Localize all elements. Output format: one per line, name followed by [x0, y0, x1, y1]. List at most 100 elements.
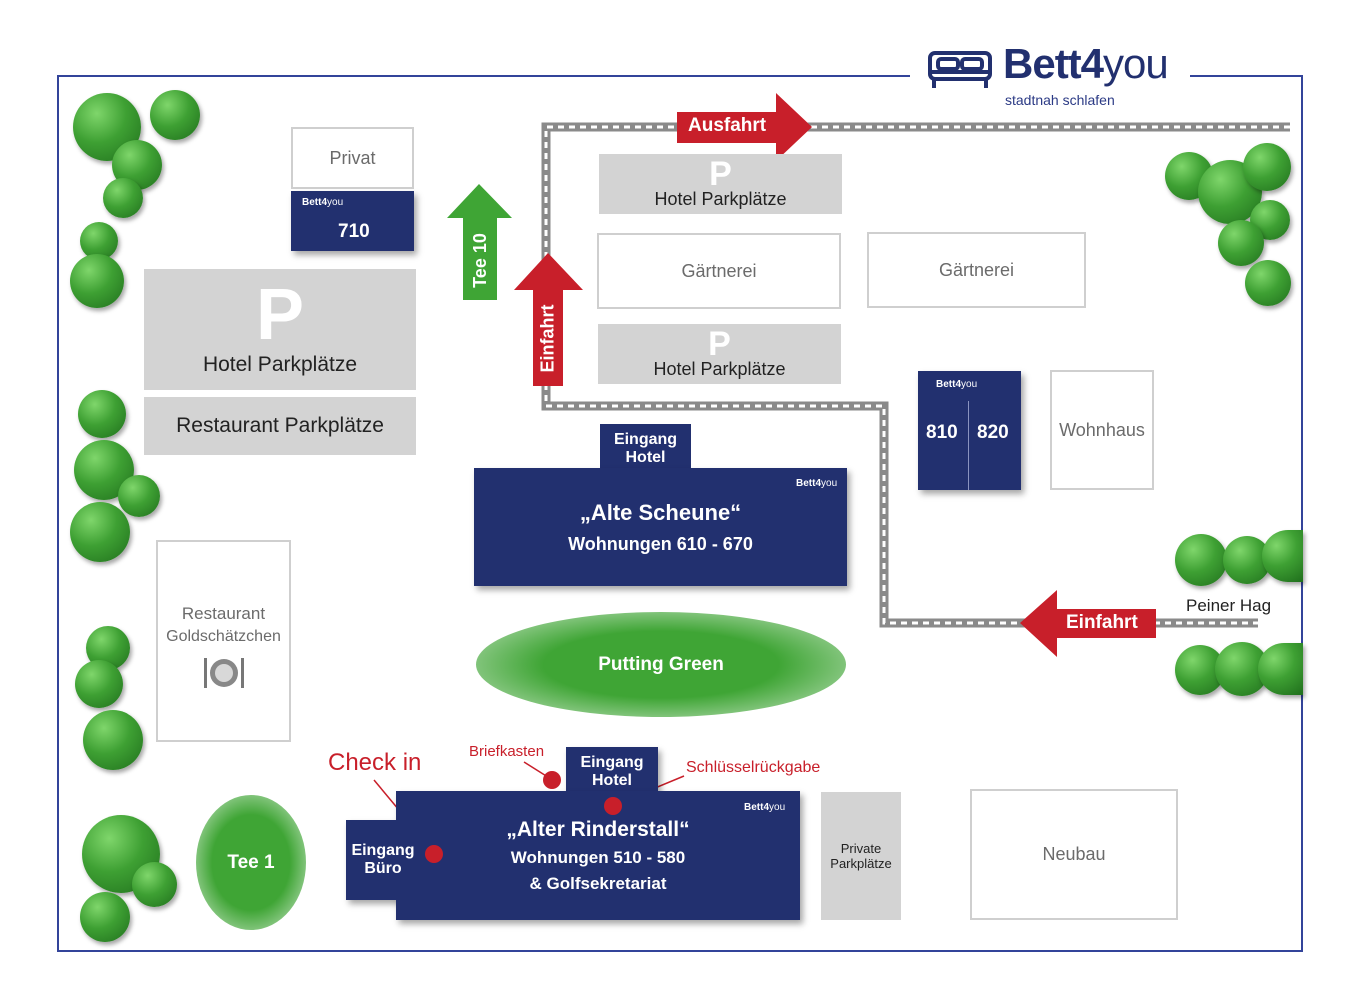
tee10-label-wrap: Tee 10: [463, 227, 497, 293]
ausfahrt-label: Ausfahrt: [688, 115, 767, 136]
tee-1: Tee 1: [196, 795, 306, 930]
check-in-location-pin: [425, 845, 443, 863]
restaurant-parking-label: Restaurant Parkplätze: [176, 414, 384, 437]
mini-brand-light: you: [769, 802, 786, 813]
eingang-hotel-top: Eingang Hotel: [600, 424, 691, 474]
ausfahrt-arrow-icon: [677, 93, 812, 161]
unit-710-label: 710: [338, 221, 370, 242]
tree-icon: [1258, 643, 1303, 695]
building-710: Bett4you 710: [291, 191, 414, 251]
restaurant-parking: Restaurant Parkplätze: [144, 397, 416, 455]
brand-tagline: stadtnah schlafen: [1005, 92, 1115, 108]
bed-logo-icon: [928, 51, 992, 88]
tree-icon: [70, 254, 124, 308]
building-810-820: Bett4you 810 820: [918, 371, 1021, 490]
einfahrt-up-arrow-icon: [514, 253, 583, 386]
tree-icon: [80, 892, 130, 942]
mini-brand-light: you: [961, 379, 978, 390]
privat-label: Privat: [329, 147, 376, 168]
mini-brand-logo: Bett4you: [744, 802, 785, 813]
tree-icon: [80, 222, 118, 260]
tree-icon: [1175, 534, 1227, 586]
plate-cutlery-icon: [202, 654, 246, 690]
mini-brand-bold: Bett4: [744, 802, 770, 813]
mini-brand-light: you: [821, 478, 838, 489]
tree-icon: [1243, 143, 1291, 191]
tree-icon: [103, 178, 143, 218]
mini-brand-bold: Bett4: [302, 197, 328, 208]
building-alte-scheune: Bett4you „Alte Scheune“ Wohnungen 610 - …: [474, 468, 847, 586]
brand-name-bold: Bett4: [1003, 40, 1104, 87]
check-in-label: Check in: [328, 749, 422, 776]
tree-icon: [1245, 260, 1291, 306]
einfahrt-vertical-label: Einfahrt: [537, 303, 558, 373]
mini-brand-light: you: [327, 197, 344, 208]
tree-icon: [150, 90, 200, 140]
hotel-parking-mid-label: Hotel Parkplätze: [653, 358, 786, 379]
restaurant-name: Restaurant: [181, 604, 266, 623]
mini-brand-logo: Bett4you: [936, 379, 977, 390]
building-neubau: Neubau: [970, 789, 1178, 920]
plate-icon-svg: [204, 658, 244, 688]
restaurant-subname: Goldschätzchen: [166, 628, 281, 645]
building-wohnhaus: Wohnhaus: [1050, 370, 1154, 490]
hotel-parking-main: P Hotel Parkplätze: [144, 269, 416, 390]
tree-icon: [132, 862, 177, 907]
gaertnerei-1-label: Gärtnerei: [681, 260, 757, 281]
rinderstall-title: „Alter Rinderstall“: [506, 817, 690, 841]
eingang-hotel-bottom-line2: Hotel: [592, 772, 632, 789]
eingang-buero-text-line2: Büro: [364, 860, 402, 877]
tree-icon: [70, 502, 130, 562]
street-name: Peiner Hag: [1186, 596, 1272, 615]
parking-p-icon: P: [255, 274, 305, 355]
private-parking-line2: Parkplätze: [830, 856, 892, 871]
gaertnerei-2-label: Gärtnerei: [938, 259, 1015, 280]
building-gaertnerei-1: Gärtnerei: [597, 233, 841, 309]
unit-divider: [968, 401, 969, 490]
hotel-parking-top-label: Hotel Parkplätze: [654, 188, 787, 209]
eingang-hotel-top-line1: Eingang: [613, 431, 678, 448]
mini-brand-bold: Bett4: [796, 478, 822, 489]
eingang-buero-text: Eingang Büro: [346, 820, 420, 900]
building-gaertnerei-2: Gärtnerei: [867, 232, 1086, 308]
tree-icon: [83, 710, 143, 770]
private-parking: Private Parkplätze: [821, 792, 901, 920]
tee-1-label: Tee 1: [227, 851, 275, 873]
unit-810-label: 810: [926, 422, 958, 443]
brand-name-light: you: [1103, 40, 1169, 87]
alte-scheune-title: „Alte Scheune“: [579, 499, 742, 525]
map-frame: [57, 75, 1303, 952]
schluessel-location-pin: [604, 797, 622, 815]
neubau-label: Neubau: [1042, 844, 1106, 864]
mini-brand-bold: Bett4: [936, 379, 962, 390]
driveway-road: [541, 122, 1290, 628]
eingang-buero-join: [346, 820, 400, 900]
brand-logo: Bett4you: [1003, 40, 1169, 88]
eingang-hotel-top-line2: Hotel: [625, 449, 666, 466]
building-alter-rinderstall: Bett4you „Alter Rinderstall“ Wohnungen 5…: [396, 791, 800, 920]
wohnhaus-label: Wohnhaus: [1059, 419, 1145, 440]
hotel-parking-top: P Hotel Parkplätze: [599, 154, 842, 214]
building-privat: Privat: [291, 127, 414, 189]
einfahrt-right-label: Einfahrt: [1066, 612, 1138, 633]
unit-820-label: 820: [977, 422, 1009, 443]
einfahrt-left-arrow-icon: [1020, 590, 1156, 657]
tree-icon: [1262, 530, 1303, 582]
parking-p-icon: P: [708, 324, 731, 363]
tree-icon: [78, 390, 126, 438]
eingang-buero-text-line1: Eingang: [351, 842, 415, 859]
tee10-label: Tee 10: [469, 232, 490, 288]
tee10-arrow-icon: [447, 184, 512, 300]
building-restaurant: Restaurant Goldschätzchen: [156, 540, 291, 742]
tree-icon: [1218, 220, 1264, 266]
hotel-parking-main-label: Hotel Parkplätze: [202, 352, 358, 376]
schluessel-label: Schlüsselrückgabe: [686, 759, 821, 776]
briefkasten-label: Briefkasten: [469, 743, 545, 760]
putting-green-label: Putting Green: [598, 653, 724, 675]
eingang-hotel-bottom: Eingang Hotel: [566, 747, 658, 797]
putting-green: Putting Green: [476, 612, 846, 717]
hotel-parking-mid: P Hotel Parkplätze: [598, 324, 841, 384]
alte-scheune-subtitle: Wohnungen 610 - 670: [568, 533, 753, 554]
